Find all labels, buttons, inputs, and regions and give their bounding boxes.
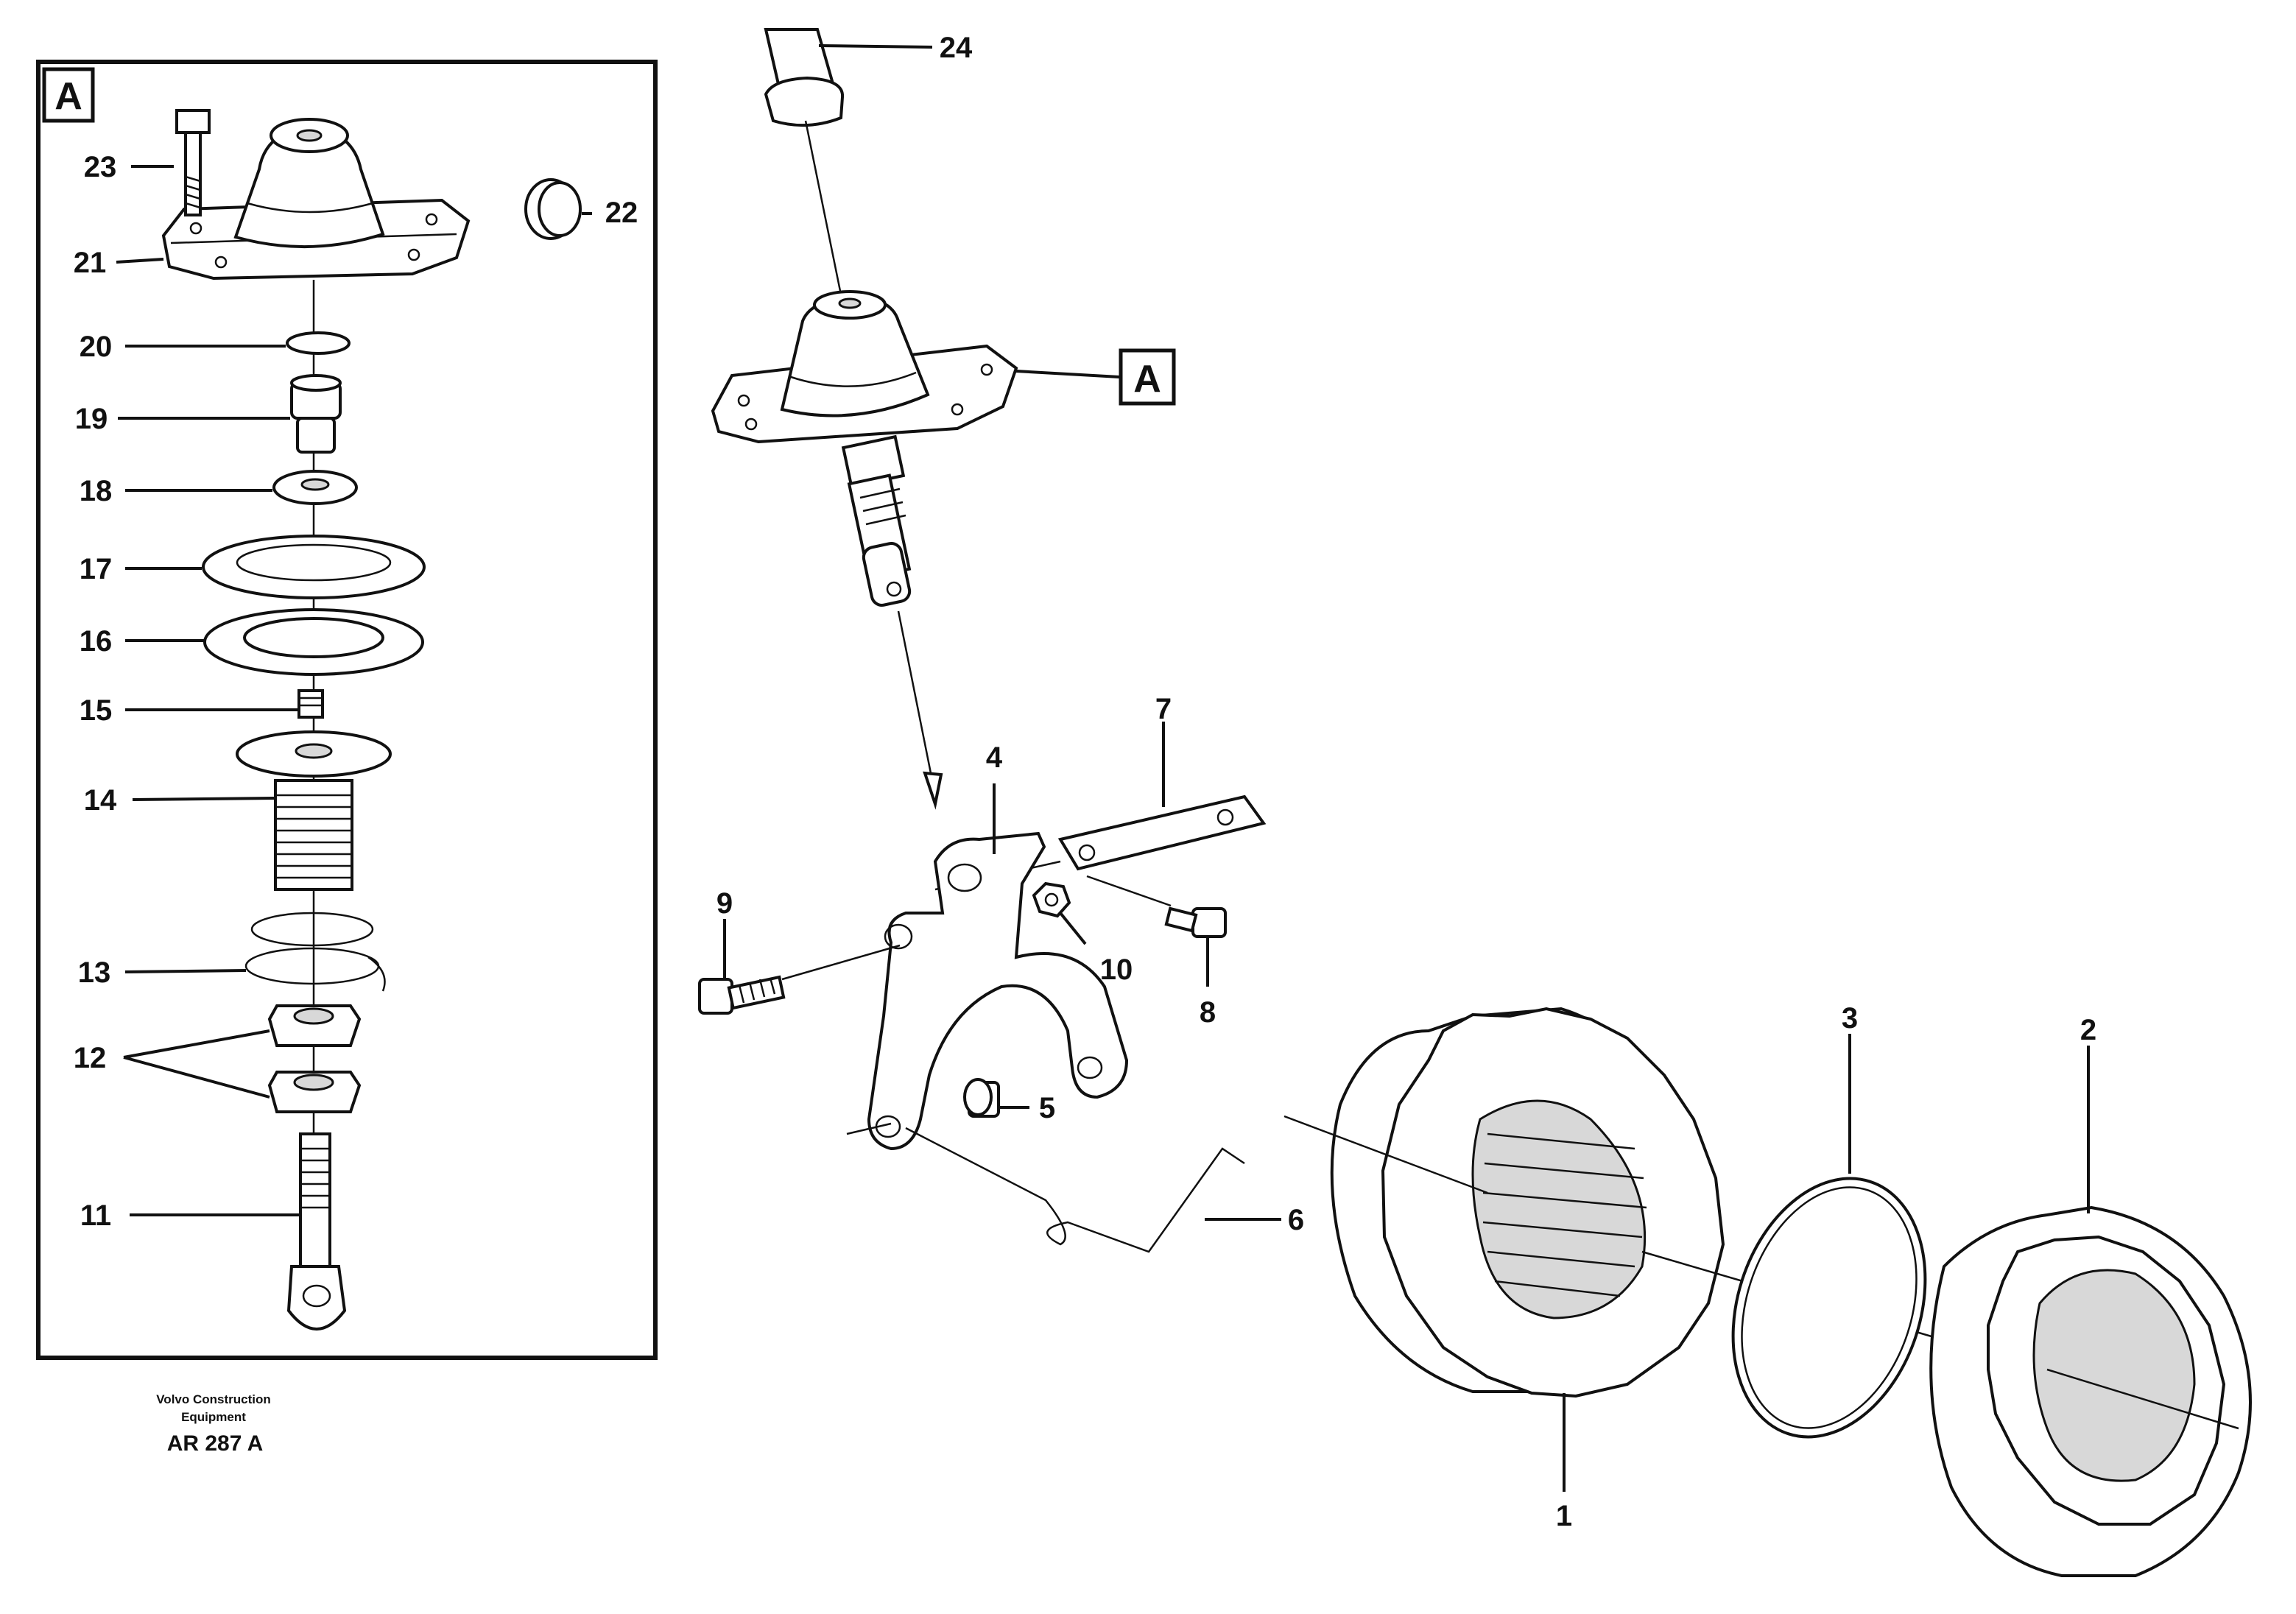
callout-14: 14: [84, 784, 117, 817]
o-ring-3: [1731, 1177, 1927, 1439]
callout-15: 15: [80, 694, 113, 727]
arrow-head: [923, 771, 943, 810]
bolt-9: [698, 944, 901, 1015]
callout-22: 22: [605, 197, 638, 229]
leader-21: [116, 258, 164, 264]
callout-1: 1: [1556, 1500, 1572, 1532]
callout-5: 5: [1039, 1092, 1055, 1124]
shift-fork-4: [867, 831, 1129, 1151]
plug-22: [524, 178, 582, 240]
callout-10: 10: [1100, 954, 1133, 986]
brand-line-1: Volvo Construction: [156, 1392, 271, 1406]
callout-2: 2: [2080, 1014, 2096, 1046]
ref-letter: A: [1133, 358, 1161, 401]
callout-4: 4: [986, 741, 1003, 774]
callout-24: 24: [940, 32, 973, 64]
bolt-23: [175, 109, 211, 216]
washer-20: [286, 331, 351, 355]
leader-13: [124, 969, 247, 973]
disc-17: [202, 535, 426, 599]
leader-14: [132, 797, 275, 801]
callout-12: 12: [74, 1042, 107, 1074]
leader-24: [818, 44, 933, 49]
lock-wire-6: [846, 1122, 1245, 1253]
seal-ring-16: [203, 608, 424, 676]
threaded-sleeve-14: [236, 730, 392, 891]
cover-plate-21: [161, 118, 471, 281]
callout-7: 7: [1155, 693, 1172, 725]
detail-frame: [36, 60, 658, 1360]
detail-letter: A: [54, 75, 82, 118]
sliding-sleeve-2: [1929, 1205, 2252, 1577]
callout-18: 18: [80, 475, 113, 507]
callout-3: 3: [1842, 1002, 1858, 1035]
detail-view-a: A: [36, 60, 658, 1360]
pin-5: [963, 1078, 1000, 1118]
washer-18: [272, 470, 358, 505]
brand-line-2: Equipment: [181, 1410, 246, 1424]
callout-8: 8: [1200, 996, 1216, 1029]
callout-16: 16: [80, 625, 113, 658]
callout-11: 11: [80, 1199, 111, 1232]
assembly-axis: [897, 610, 937, 796]
callout-9: 9: [716, 887, 733, 920]
callout-17: 17: [80, 553, 113, 585]
nut-12-upper: [267, 1004, 362, 1047]
clutch-hub-1: [1283, 1007, 1945, 1398]
leader-10: [1059, 912, 1087, 945]
leader-12a: [123, 1029, 270, 1059]
nipple-15: [297, 689, 324, 719]
bolt-8: [1086, 875, 1227, 938]
nut-12-lower: [267, 1071, 362, 1113]
leader-12b: [123, 1056, 270, 1099]
callout-20: 20: [80, 331, 113, 363]
cover-assembly-upper: [711, 290, 1018, 607]
drawing-reference: AR 287 A: [167, 1431, 264, 1456]
bushing-19: [290, 374, 342, 454]
shift-lever-24: [764, 28, 845, 303]
spring-13: [244, 912, 386, 992]
ref-letter-box: [1119, 348, 1176, 406]
callout-19: 19: [75, 403, 108, 435]
detail-letter-box: [42, 67, 95, 123]
callout-13: 13: [78, 956, 111, 989]
rod-end-11: [286, 1132, 347, 1331]
callout-23: 23: [84, 151, 117, 183]
leader-ref-a: [1015, 370, 1120, 378]
callout-6: 6: [1288, 1204, 1304, 1236]
nut-10: [1032, 881, 1071, 918]
callout-21: 21: [74, 247, 107, 279]
